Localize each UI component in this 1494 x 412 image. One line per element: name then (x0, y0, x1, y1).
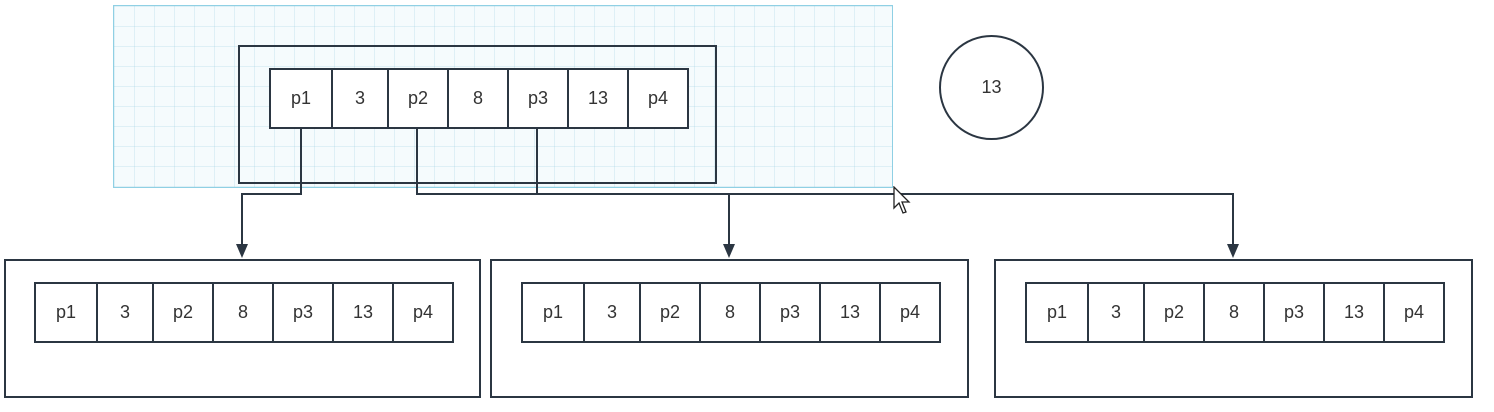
child-right-p3[interactable]: p3 (1263, 284, 1323, 341)
child-middle-key-8[interactable]: 8 (699, 284, 759, 341)
root-pointer-p4[interactable]: p4 (627, 70, 687, 127)
child-middle-key-3[interactable]: 3 (583, 284, 639, 341)
child-middle-p1[interactable]: p1 (542, 302, 564, 322)
root-key-8[interactable]: 8 (447, 70, 507, 127)
child-node-left[interactable] (4, 259, 481, 398)
child-left-key-3[interactable]: 3 (96, 284, 152, 341)
root-key-3[interactable]: 3 (331, 70, 387, 127)
cursor-icon (893, 186, 911, 214)
child-middle-p2[interactable]: p2 (639, 284, 699, 341)
arrowhead-right (1227, 244, 1239, 258)
child-node-right[interactable] (994, 259, 1473, 398)
child-node-middle[interactable] (490, 259, 969, 398)
circle-label: 13 (981, 77, 1002, 97)
child-right-p2[interactable]: p2 (1143, 284, 1203, 341)
connector-p3 (536, 128, 1234, 246)
child-middle-p3[interactable]: p3 (759, 284, 819, 341)
child-middle-key-13[interactable]: 13 (819, 284, 879, 341)
child-left-key-row: p1 3 p2 8 p3 13 p4 (34, 282, 454, 343)
arrowhead-middle (723, 244, 735, 258)
child-middle-p4[interactable]: p4 (879, 284, 939, 341)
child-left-key-13[interactable]: 13 (332, 284, 392, 341)
root-pointer-p2[interactable]: p2 (387, 70, 447, 127)
root-key-row: p1 3 p2 8 p3 13 p4 (269, 68, 689, 129)
connector-p2 (416, 128, 730, 246)
root-key-13[interactable]: 13 (567, 70, 627, 127)
child-left-p1[interactable]: p1 (55, 302, 77, 322)
root-pointer-p1[interactable]: p1 (290, 88, 312, 108)
child-left-key-8[interactable]: 8 (212, 284, 272, 341)
child-right-p4[interactable]: p4 (1383, 284, 1443, 341)
child-left-p3[interactable]: p3 (272, 284, 332, 341)
child-middle-key-row: p1 3 p2 8 p3 13 p4 (521, 282, 941, 343)
child-left-p2[interactable]: p2 (152, 284, 212, 341)
child-right-key-13[interactable]: 13 (1323, 284, 1383, 341)
arrowhead-left (236, 244, 248, 258)
value-circle[interactable]: 13 (939, 35, 1044, 140)
child-right-key-row: p1 3 p2 8 p3 13 p4 (1025, 282, 1445, 343)
child-right-p1[interactable]: p1 (1046, 302, 1068, 322)
root-node[interactable] (238, 45, 717, 184)
child-right-key-3[interactable]: 3 (1087, 284, 1143, 341)
child-right-key-8[interactable]: 8 (1203, 284, 1263, 341)
connector-p1 (241, 128, 302, 246)
root-pointer-p3[interactable]: p3 (507, 70, 567, 127)
child-left-p4[interactable]: p4 (392, 284, 452, 341)
